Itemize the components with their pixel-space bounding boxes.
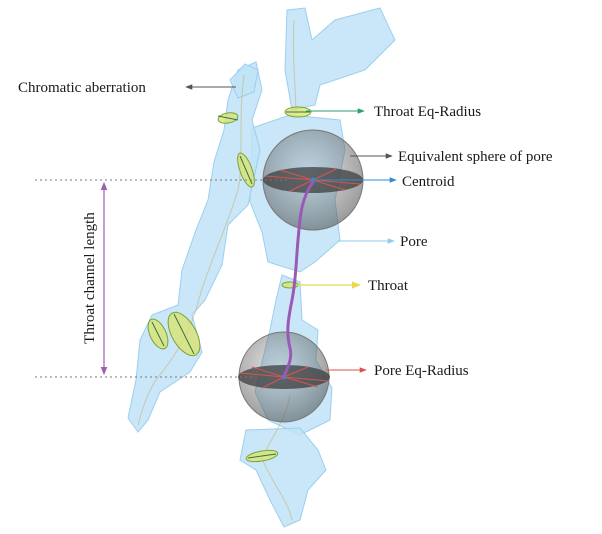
pore-network-body	[128, 8, 395, 527]
chromatic-aberration-label: Chromatic aberration	[18, 80, 146, 96]
throat-label: Throat	[368, 278, 409, 294]
pore-label: Pore	[400, 234, 428, 250]
equivalent-sphere-label: Equivalent sphere of pore	[398, 149, 553, 165]
throat-eq-radius-label: Throat Eq-Radius	[374, 104, 481, 120]
centroid-label: Centroid	[402, 174, 455, 190]
pore-eq-radius-label: Pore Eq-Radius	[374, 363, 469, 379]
throat-channel-length-label: Throat channel length	[82, 212, 98, 344]
